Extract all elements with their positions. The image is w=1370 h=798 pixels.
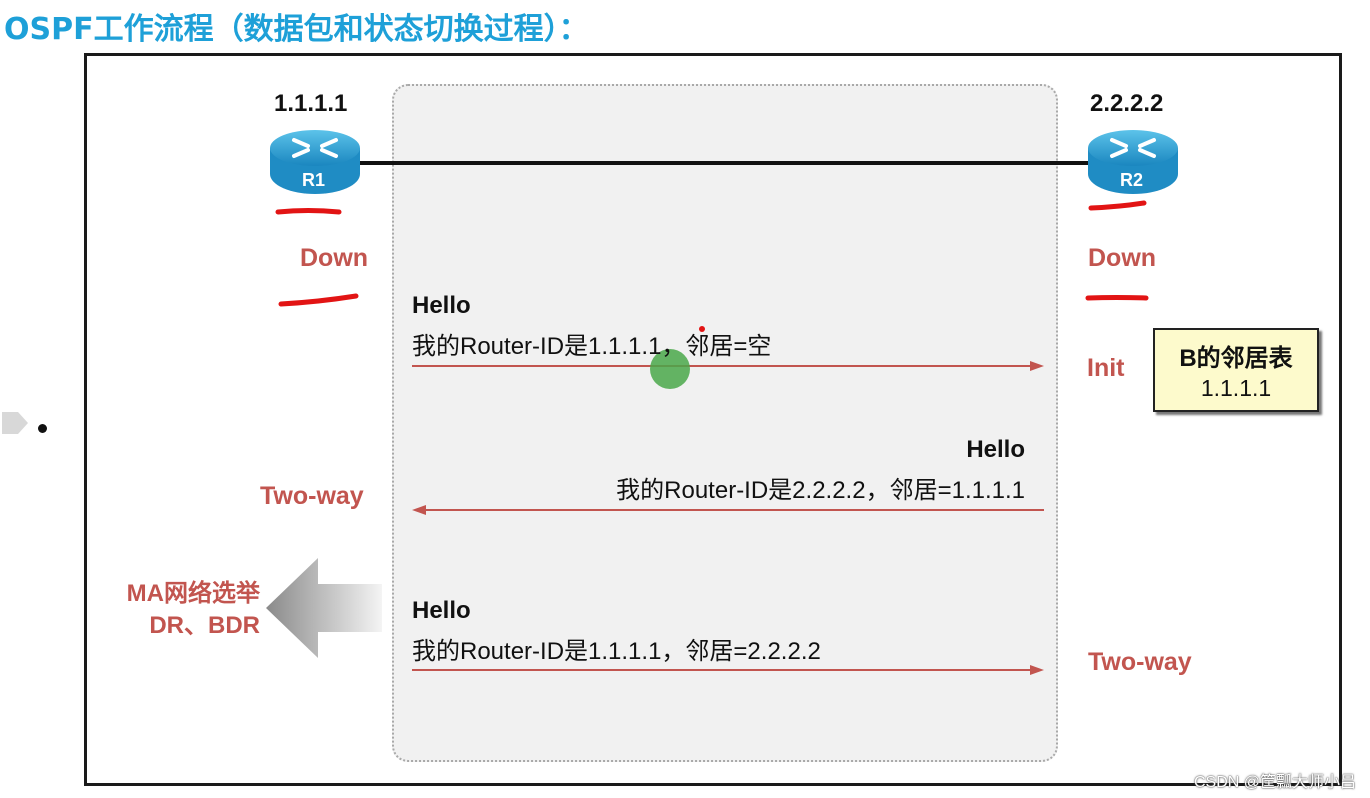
neighbor-table-b: B的邻居表 1.1.1.1 [1153, 328, 1319, 412]
annotation-underline-r2 [1088, 200, 1147, 211]
router-icon [1088, 130, 1178, 194]
play-arrow-icon [2, 412, 28, 434]
r1-state-two-way: Two-way [260, 482, 364, 510]
hello-2-title: Hello [966, 436, 1025, 463]
r1-router-id: 1.1.1.1 [274, 90, 348, 117]
r1-state-down: Down [300, 244, 369, 272]
r2-router-id: 2.2.2.2 [1090, 90, 1164, 117]
arrow-hello-3 [412, 665, 1044, 675]
hello-2-body: 我的Router-ID是2.2.2.2，邻居=1.1.1.1 [616, 477, 1025, 504]
annotation-dot [699, 326, 705, 332]
neighbor-table-entry: 1.1.1.1 [1200, 375, 1272, 401]
hello-1-title: Hello [412, 292, 471, 319]
message-exchange-area [392, 84, 1058, 762]
ma-election-line1: MA网络选举 [126, 580, 260, 607]
r1-label: R1 [302, 170, 326, 190]
r2-state-init: Init [1087, 354, 1125, 382]
neighbor-table-title: B的邻居表 [1179, 345, 1293, 372]
page-title: OSPF工作流程（数据包和状态切换过程）： [4, 12, 589, 47]
r2-state-two-way: Two-way [1088, 648, 1192, 676]
router-r1: R1 [268, 128, 362, 198]
hello-1-body: 我的Router-ID是1.1.1.1，邻居=空 [412, 333, 772, 360]
r2-label: R2 [1120, 170, 1144, 190]
ma-election-label: MA网络选举 DR、BDR [80, 578, 260, 642]
hello-3-title: Hello [412, 597, 471, 624]
router-r2: R2 [1086, 128, 1180, 198]
hello-3-body: 我的Router-ID是1.1.1.1，邻居=2.2.2.2 [412, 638, 821, 665]
annotation-underline-down-right [1085, 295, 1149, 301]
annotation-underline-r1 [275, 208, 342, 215]
ma-election-line2: DR、BDR [149, 612, 260, 639]
arrow-hello-2 [412, 505, 1044, 515]
annotation-underline-down-left [278, 293, 359, 307]
router-icon [270, 130, 360, 194]
ma-election-arrow [266, 558, 382, 658]
r2-state-down: Down [1088, 244, 1157, 272]
bullet-dot [38, 424, 47, 433]
arrow-hello-1 [412, 361, 1044, 371]
cursor-highlight [650, 349, 690, 389]
watermark: CSDN @筐瓢大师小吕 [1193, 774, 1356, 791]
